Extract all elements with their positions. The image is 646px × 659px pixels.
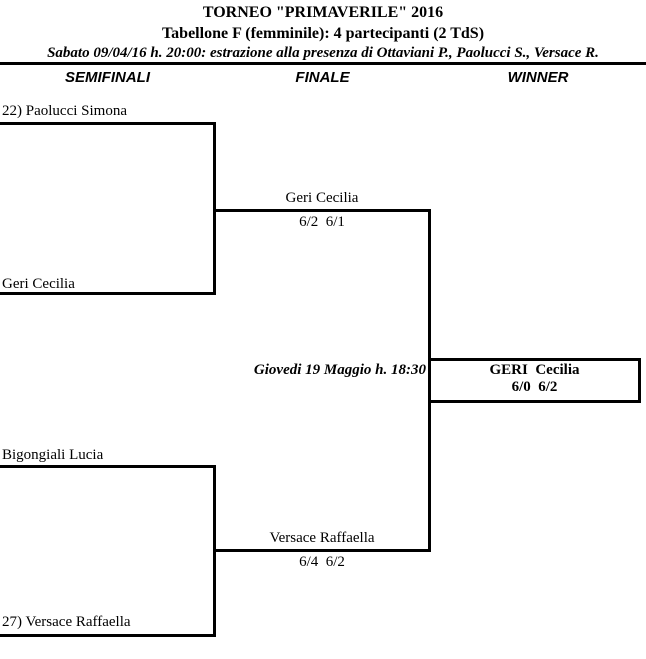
bracket-line-sf2-bottom (0, 634, 216, 637)
player-name-bigongiali: Bigongiali Lucia (2, 447, 104, 463)
player-name-geri: Geri Cecilia (2, 276, 75, 292)
column-header-final: FINALE (295, 69, 350, 86)
bracket-line-final-top (213, 209, 431, 212)
column-header-winner: WINNER (507, 69, 569, 86)
winner-box: GERI Cecilia 6/0 6/2 (428, 358, 641, 403)
bracket-line-sf1-top (0, 122, 216, 125)
final-top-score: 6/2 6/1 (299, 214, 345, 230)
header-divider (0, 62, 646, 65)
player-name-paolucci: 22) Paolucci Simona (2, 103, 127, 119)
final-schedule: Giovedi 19 Maggio h. 18:30 (253, 362, 426, 378)
draw-note: Sabato 09/04/16 h. 20:00: estrazione all… (47, 45, 599, 61)
final-bottom-name: Versace Raffaella (269, 530, 375, 546)
bracket-line-sf1-vertical (213, 122, 216, 295)
player-name-versace: 27) Versace Raffaella (2, 614, 131, 630)
final-top-name: Geri Cecilia (285, 190, 359, 206)
column-header-semifinals: SEMIFINALI (65, 69, 150, 86)
winner-name: GERI Cecilia (489, 362, 580, 378)
bracket-line-sf2-top (0, 465, 216, 468)
page-title: TORNEO "PRIMAVERILE" 2016 (202, 4, 444, 21)
final-bottom-score: 6/4 6/2 (299, 554, 345, 570)
winner-score: 6/0 6/2 (511, 379, 558, 395)
bracket-line-final-bottom (213, 549, 431, 552)
bracket-line-sf1-bottom (0, 292, 216, 295)
page-subtitle: Tabellone F (femminile): 4 partecipanti … (161, 25, 485, 42)
